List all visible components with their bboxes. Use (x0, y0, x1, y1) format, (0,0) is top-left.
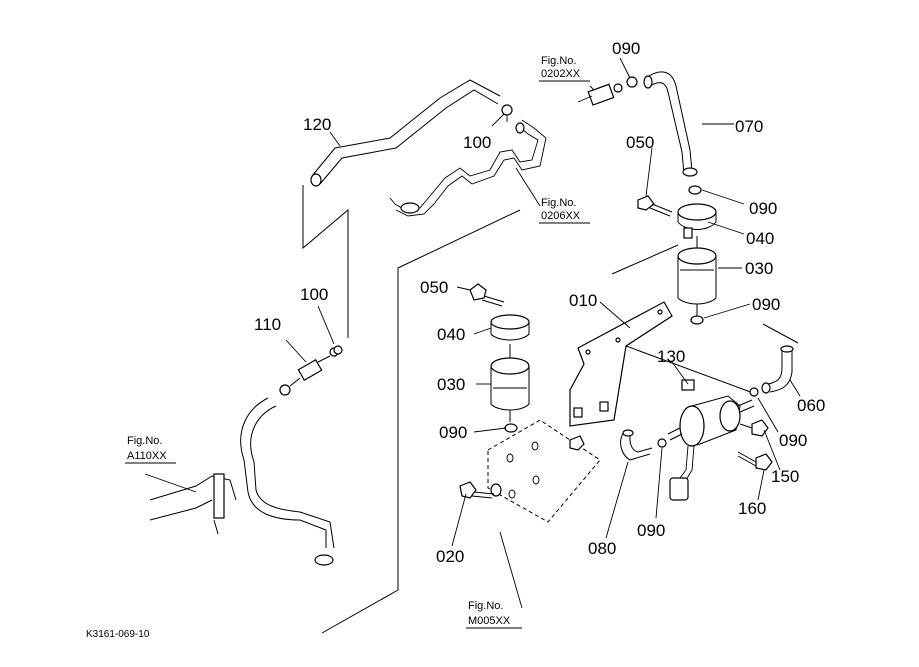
mount-area (487, 419, 601, 523)
part-labels: 120 100 100 110 090 070 050 090 040 030 … (254, 39, 825, 566)
ref-0202-line1: Fig.No. (541, 55, 576, 67)
filter-030-lower (490, 344, 530, 433)
bolt-020 (459, 481, 495, 499)
label-090-top: 090 (612, 39, 640, 58)
hose-080 (620, 429, 667, 461)
label-100-lower: 100 (300, 285, 328, 304)
label-040-upper: 040 (746, 229, 774, 248)
ref-0202-line2: 0202XX (541, 68, 581, 80)
clip-090 (688, 185, 702, 195)
label-010: 010 (569, 291, 597, 310)
ref-a110-line1: Fig.No. (127, 435, 162, 447)
bracket-plate-010 (569, 301, 673, 427)
label-050-upper: 050 (626, 133, 654, 152)
fuel-pipe-0206 (389, 119, 547, 217)
hose-120 (310, 79, 501, 187)
bolt-150 (739, 419, 769, 437)
bolt-160 (737, 451, 773, 471)
label-050-lower: 050 (420, 278, 448, 297)
filter-030-upper (677, 236, 717, 325)
tank-outlet-a110 (149, 473, 237, 535)
bolt-050-upper (637, 195, 673, 217)
label-080: 080 (588, 539, 616, 558)
label-120: 120 (303, 115, 331, 134)
bracket-040-upper (677, 203, 717, 239)
label-090-e: 090 (439, 423, 467, 442)
label-020: 020 (436, 547, 464, 566)
leader-lines (144, 57, 801, 609)
label-100-upper: 100 (463, 133, 491, 152)
figure-references: Fig.No. 0202XX Fig.No. 0206XX Fig.No. A1… (125, 55, 590, 629)
fuel-pump-130 (667, 379, 755, 501)
label-090-f: 090 (637, 521, 665, 540)
ref-m005-line1: Fig.No. (468, 600, 503, 612)
label-150: 150 (771, 467, 799, 486)
ref-m005-line2: M005XX (468, 615, 511, 627)
label-090-d: 090 (779, 431, 807, 450)
clamp-100-upper (501, 104, 513, 122)
label-160: 160 (738, 499, 766, 518)
drawing-code: K3161-069-10 (86, 629, 150, 640)
return-hose-left (240, 397, 335, 566)
fitting-110 (279, 345, 343, 396)
ref-0206-line2: 0206XX (541, 210, 581, 222)
hose-060 (749, 345, 794, 397)
bracket-040-lower (490, 314, 530, 341)
label-040-lower: 040 (437, 325, 465, 344)
label-030-upper: 030 (745, 259, 773, 278)
ref-a110-line2: A110XX (127, 450, 167, 462)
label-030-lower: 030 (437, 375, 465, 394)
boundary-lines (302, 185, 799, 634)
label-070: 070 (735, 117, 763, 136)
label-060: 060 (797, 396, 825, 415)
hose-070 (643, 71, 698, 177)
bolt-050-lower (469, 283, 505, 307)
ref-0206-line1: Fig.No. (541, 197, 576, 209)
label-090-b: 090 (749, 199, 777, 218)
label-110: 110 (254, 315, 281, 334)
fitting-0202 (577, 76, 638, 106)
label-130: 130 (657, 347, 685, 366)
label-090-c: 090 (752, 295, 780, 314)
